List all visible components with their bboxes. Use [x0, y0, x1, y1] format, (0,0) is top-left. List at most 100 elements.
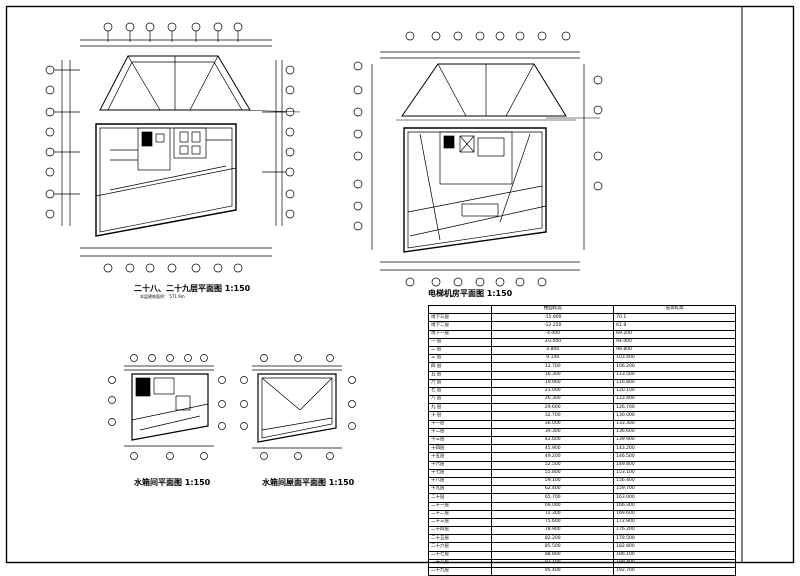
table-cell: 45.900 [491, 444, 615, 454]
table-cell: 92.100 [491, 558, 615, 569]
table-cell: 二十七层 [427, 550, 493, 560]
table-cell: 130.000 [613, 411, 736, 421]
table-header [427, 304, 493, 315]
table-cell: 163.000 [613, 493, 736, 503]
table-cell: 182.800 [613, 542, 736, 552]
table-cell: 二十五层 [427, 534, 493, 544]
table-cell: 十五层 [427, 452, 493, 462]
table-cell: 三 层 [427, 354, 493, 364]
table-cell: 143.200 [613, 444, 736, 454]
table-cell: 103.400 [613, 354, 736, 364]
table-cell: 39.300 [491, 427, 615, 438]
table-cell: 179.500 [613, 534, 736, 544]
table-cell: 159.700 [613, 485, 736, 495]
table-cell: 192.700 [613, 566, 736, 576]
table-cell: 32.700 [491, 411, 615, 421]
table-cell: 六 层 [427, 378, 493, 388]
table-cell: 二 层 [427, 345, 493, 356]
table-cell: 116.800 [613, 378, 736, 388]
table-cell: 59.100 [491, 476, 615, 487]
table-cell: 五 层 [427, 370, 493, 380]
table-header-row: 楼面标高 层高标高 [427, 304, 736, 315]
table-cell: 88.800 [491, 550, 615, 560]
table-cell: 二十二层 [427, 509, 493, 519]
table-cell: 126.700 [613, 403, 736, 413]
table-cell: 十三层 [427, 435, 493, 446]
table-cell: 95.400 [491, 566, 615, 576]
table-cell: 地下三层 [427, 313, 493, 323]
table-cell: ±0.000 [491, 337, 615, 347]
table-cell: 29.600 [491, 403, 615, 413]
table-cell: 176.200 [613, 526, 736, 536]
table-cell: 78.900 [491, 526, 615, 536]
table-header: 层高标高 [613, 304, 736, 315]
table-cell: 149.800 [613, 460, 736, 470]
table-cell: 9.140 [491, 354, 615, 364]
water-tank-title: 水箱间平面图 1:150 [134, 478, 211, 487]
table-cell: 十一层 [427, 419, 493, 429]
table-cell: 172.900 [613, 517, 736, 528]
table-cell: 地下一层 [427, 329, 493, 339]
table-cell: 二十三层 [427, 517, 493, 528]
table-cell: -12.250 [491, 321, 615, 331]
table-cell: 36.000 [491, 419, 615, 429]
table-cell: 72.300 [491, 509, 615, 519]
table-cell: 186.100 [613, 550, 736, 560]
table-cell: 23.000 [491, 386, 615, 397]
table-cell: 52.500 [491, 460, 615, 470]
table-cell: 65.700 [491, 493, 615, 503]
table-cell: 十七层 [427, 468, 493, 478]
table-cell: 69.200 [613, 329, 736, 339]
table-cell: 二十层 [427, 493, 493, 503]
plan-28-29-drawing [45, 22, 301, 273]
table-cell: 二十六层 [427, 542, 493, 552]
table-cell: 153.100 [613, 468, 736, 478]
table-cell: 19.900 [491, 378, 615, 388]
tank-roof-drawing [240, 354, 356, 460]
table-cell: 16.300 [491, 370, 615, 380]
sheet-border [5, 5, 795, 564]
table-cell: 十四层 [427, 444, 493, 454]
plan-28-29-area-note: 本层建筑面积： 571.9m [140, 294, 185, 299]
table-cell: 十 层 [427, 411, 493, 421]
water-tank-drawing [108, 354, 226, 460]
table-cell: 二十四层 [427, 526, 493, 536]
table-cell: 26.300 [491, 395, 615, 405]
table-cell: 12.700 [491, 362, 615, 372]
table-cell: 十八层 [427, 476, 493, 487]
machine-room-drawing [353, 31, 603, 287]
table-cell: 四 层 [427, 362, 493, 372]
table-cell: 123.400 [613, 395, 736, 405]
table-cell: 146.500 [613, 452, 736, 462]
table-cell: 139.900 [613, 435, 736, 446]
table-cell: 113.500 [613, 370, 736, 380]
table-cell: 十二层 [427, 427, 493, 438]
table-cell: 42.600 [491, 435, 615, 446]
